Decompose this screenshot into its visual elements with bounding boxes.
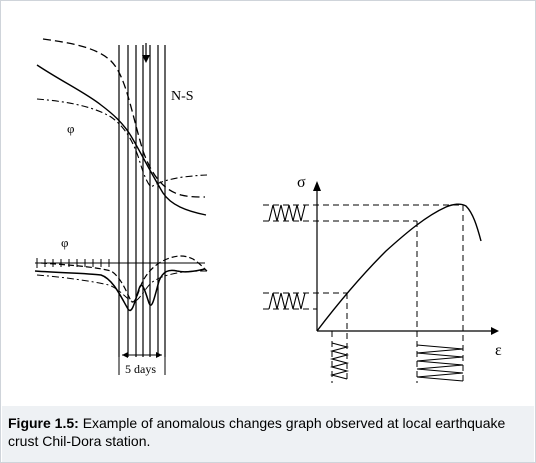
curve-lower-dashed — [40, 255, 208, 303]
curve-upper-solid — [36, 64, 207, 216]
axis-x-arrow-icon — [491, 327, 499, 335]
curve-dash-dot — [36, 98, 208, 188]
stress-oscillation-lower — [268, 292, 306, 310]
curve-upper-dashed — [42, 38, 206, 198]
curve-lower-dash-dot — [36, 270, 208, 303]
stress-strain-curve — [316, 203, 482, 332]
label-five-days: 5 days — [125, 362, 156, 376]
stress-strain-axes — [316, 187, 495, 332]
five-days-span-marker — [118, 349, 166, 375]
caption-text: Example of anomalous changes graph obser… — [8, 415, 506, 449]
axis-y-label-sigma: σ — [297, 174, 306, 191]
strain-oscillation-left — [329, 342, 350, 380]
projection-guide-lines — [263, 204, 464, 383]
left-anomaly-graph — [34, 38, 208, 375]
label-phi-upper: φ — [67, 121, 75, 136]
axis-x-label-epsilon: ε — [495, 342, 502, 359]
figure-illustration: N-S φ φ 5 days — [34, 38, 502, 383]
caption-label: Figure 1.5: — [8, 415, 79, 431]
strain-oscillation-right — [416, 344, 464, 382]
curve-lower-solid — [34, 268, 206, 312]
down-arrow-icon — [142, 43, 150, 63]
stress-oscillation-upper — [268, 204, 306, 222]
right-stress-strain-graph — [263, 181, 499, 383]
label-phi-lower: φ — [61, 235, 69, 250]
figure-caption: Figure 1.5: Example of anomalous changes… — [2, 406, 534, 462]
time-window-lines — [118, 45, 166, 357]
label-ns: N-S — [171, 89, 194, 104]
baseline-tick-axis — [35, 258, 205, 268]
axis-y-arrow-icon — [313, 181, 321, 191]
